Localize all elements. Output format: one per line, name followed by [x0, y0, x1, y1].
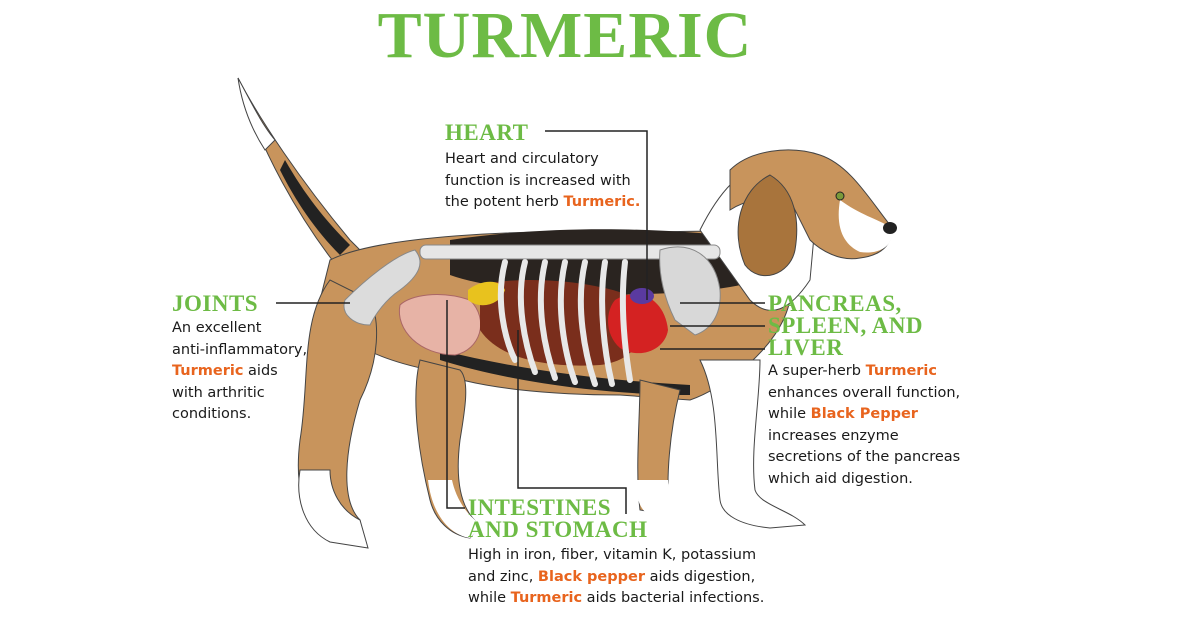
liver-heading: LIVER	[768, 335, 844, 360]
turmeric-highlight: Turmeric	[865, 363, 937, 379]
spleen-heading: SPLEEN, AND	[768, 313, 924, 338]
intestines-heading: INTESTINES	[468, 495, 612, 520]
heart-text-line: the potent herb	[445, 194, 564, 210]
joints-text-line: conditions.	[172, 406, 252, 422]
pancreas-text-line: A super-herb	[768, 363, 866, 379]
joints-text-line: with arthritic	[172, 384, 265, 401]
pancreas-text-line: secretions of the pancreas	[768, 449, 961, 465]
intestines-text-line: High in iron, fiber, vitamin K, potassiu…	[468, 547, 757, 563]
pancreas-text-line: which aid digestion.	[768, 470, 913, 487]
intestines	[398, 294, 482, 356]
intestines-text-line: aids bacterial infections.	[582, 590, 765, 606]
joints-text-line: aids	[243, 363, 278, 379]
page-title: TURMERIC	[377, 0, 753, 72]
pelvis-bone	[343, 249, 421, 326]
pancreas-text-line: increases enzyme	[768, 427, 899, 444]
joints-text-line: An excellent	[172, 320, 262, 336]
intestines-text-line: and zinc,	[468, 568, 538, 585]
spine	[419, 244, 721, 260]
pancreas-text-line: enhances overall function,	[768, 384, 961, 401]
heart-leader-line	[545, 130, 648, 300]
turmeric-highlight: Turmeric	[510, 590, 583, 606]
dog-eye	[835, 191, 845, 201]
joints-callout: JOINTS An excellent anti-inflammatory, T…	[172, 291, 308, 426]
dog-ear	[737, 174, 798, 277]
pancreas-heading: PANCREAS,	[768, 291, 902, 316]
leader-lines	[276, 130, 765, 514]
pancreas-text-line: while	[768, 406, 811, 422]
dog-nose	[883, 222, 897, 234]
heart-text-line: function is increased with	[445, 172, 631, 189]
heart-callout: HEART Heart and circulatory function is …	[445, 120, 641, 214]
joints-text-line: anti-inflammatory,	[172, 341, 308, 358]
black-pepper-highlight: Black Pepper	[810, 406, 918, 422]
stomach-heading: AND STOMACH	[468, 517, 648, 542]
black-pepper-highlight: Black pepper	[537, 568, 645, 585]
intestines-callout: INTESTINES AND STOMACH High in iron, fib…	[468, 495, 765, 610]
turmeric-highlight: Turmeric	[172, 363, 244, 379]
heart-text-line: Heart and circulatory	[445, 151, 599, 167]
scapula-bone	[659, 246, 721, 336]
ribcage	[497, 259, 633, 387]
dog-tail	[237, 77, 371, 271]
turmeric-highlight: Turmeric.	[563, 194, 641, 210]
pancreas-callout: PANCREAS, SPLEEN, AND LIVER A super-herb…	[768, 291, 961, 490]
intestines-leader-line	[446, 300, 465, 509]
joints-heading: JOINTS	[172, 291, 259, 316]
intestines-text-line: while	[468, 590, 511, 606]
heart-heading: HEART	[445, 120, 529, 145]
intestines-text-line: aids digestion,	[644, 568, 756, 585]
stomach-leader-line	[517, 330, 627, 514]
